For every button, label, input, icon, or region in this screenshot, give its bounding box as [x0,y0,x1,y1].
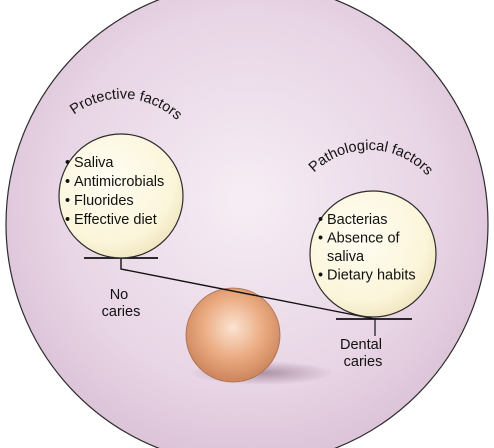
pathological-item: Dietary habits [327,268,416,284]
protective-bullet: • [65,174,70,190]
pathological-item: Bacterias [327,212,387,228]
protective-item: Antimicrobials [74,174,164,190]
pathological-factors-circle [309,190,437,318]
protective-item: Effective diet [74,212,157,228]
pathological-item: saliva [327,249,365,265]
protective-bullet: • [65,212,70,228]
protective-factors-list: •Saliva•Antimicrobials•Fluorides•Effecti… [65,155,164,228]
balance-lever [120,258,376,320]
fulcrum-ball [185,287,281,383]
protective-item: Saliva [74,155,114,171]
protective-factors-circle [58,133,184,259]
dental-caries-label: Dental caries [340,337,386,370]
background-disc [5,0,489,448]
pathological-bullet: • [318,268,323,284]
protective-item: Fluorides [74,193,134,209]
no-caries-label: No caries [102,287,141,320]
pathological-bullet: • [318,231,323,247]
pathological-bullet: • [318,212,323,228]
pathological-item: Absence of [327,231,401,247]
protective-bullet: • [65,155,70,171]
protective-bullet: • [65,193,70,209]
